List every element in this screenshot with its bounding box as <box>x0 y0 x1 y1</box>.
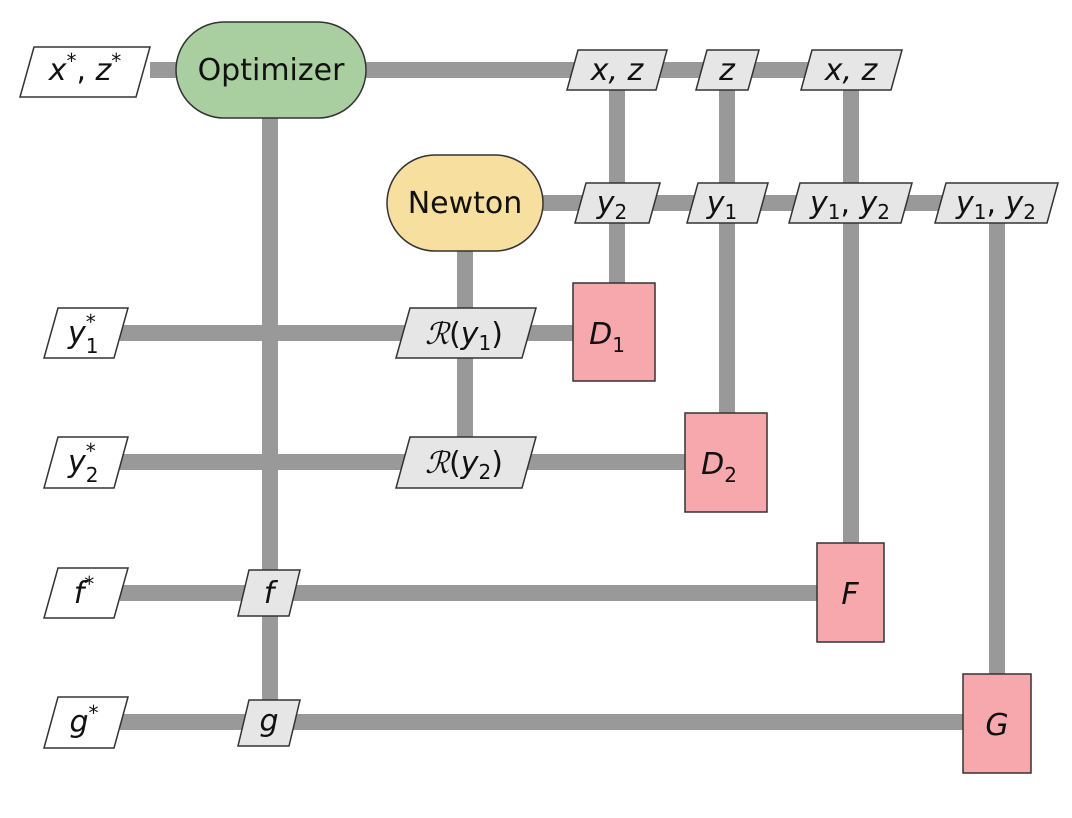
xz-star-label: x*, z* <box>48 49 122 88</box>
data-y1y2-to-f: y1, y2 <box>788 182 913 224</box>
input-y1-star: y*1 <box>43 307 129 359</box>
residual-y2-label: ℛ(y2) <box>425 446 503 484</box>
d1-label: D1 <box>589 317 625 357</box>
d2-label: D2 <box>701 447 737 487</box>
data-residual-y1: ℛ(y1) <box>395 307 537 359</box>
xz-to-f-label: x, z <box>824 53 879 88</box>
xz-to-d1-label: x, z <box>590 53 645 88</box>
component-d2: D2 <box>684 412 768 513</box>
component-d1: D1 <box>572 282 656 382</box>
data-z-to-d2: z <box>695 49 760 91</box>
input-y2-star: y*2 <box>43 436 129 489</box>
f-component-label: F <box>841 577 859 612</box>
data-y1y2-to-g: y1, y2 <box>934 182 1059 224</box>
optimizer-node: Optimizer <box>175 21 367 119</box>
data-constraint-g: g <box>237 699 301 747</box>
z-to-d2-label: z <box>718 53 736 88</box>
data-xz-to-d1: x, z <box>566 49 668 91</box>
y2-to-d1-label: y2 <box>596 186 628 224</box>
y1y2-to-f-label: y1, y2 <box>809 186 890 224</box>
y2-star-label: y*2 <box>67 439 99 487</box>
data-y1-to-d2: y1 <box>686 182 769 224</box>
data-objective-f: f <box>237 569 301 617</box>
residual-y1-label: ℛ(y1) <box>425 317 503 355</box>
y1-to-d2-label: y1 <box>706 186 738 224</box>
newton-node: Newton <box>386 154 544 252</box>
data-residual-y2: ℛ(y2) <box>395 436 537 489</box>
optimizer-label: Optimizer <box>198 53 346 88</box>
component-g: G <box>962 673 1032 774</box>
g-component-label: G <box>985 708 1008 743</box>
newton-label: Newton <box>408 186 523 221</box>
input-g-star: g* <box>43 696 129 749</box>
input-xz-star: x*, z* <box>19 46 151 98</box>
data-xz-to-f: x, z <box>800 49 903 91</box>
input-f-star: f* <box>43 567 129 619</box>
data-y2-to-d1: y2 <box>574 182 661 224</box>
y1y2-to-g-label: y1, y2 <box>955 186 1036 224</box>
y1-star-label: y*1 <box>67 310 99 358</box>
g-star-label: g* <box>69 701 98 740</box>
constraint-g-label: g <box>259 704 278 739</box>
component-f: F <box>816 542 885 643</box>
